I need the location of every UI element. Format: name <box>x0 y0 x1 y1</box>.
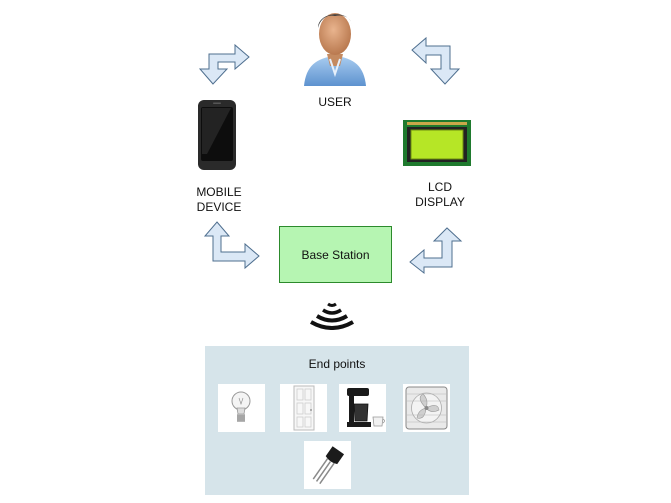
endpoints-panel: End points <box>205 346 469 495</box>
user-label: USER <box>318 95 352 109</box>
arrow-user-mobile <box>198 40 250 85</box>
base-station-label: Base Station <box>301 247 370 262</box>
coffee-maker-icon <box>339 384 386 432</box>
box-fan-icon <box>403 384 450 432</box>
mobile-device-icon <box>197 99 237 176</box>
arrow-base-lcd <box>409 227 463 275</box>
transistor-sensor-icon <box>304 441 351 489</box>
mobile-device-label: MOBILE DEVICE <box>196 185 242 214</box>
wireless-signal-icon <box>308 296 358 335</box>
base-station: Base Station <box>279 226 392 283</box>
door-icon <box>280 384 327 432</box>
lcd-display-label: LCD DISPLAY <box>415 180 465 209</box>
endpoints-title: End points <box>308 357 366 371</box>
arrow-user-lcd <box>411 36 462 85</box>
user-icon <box>300 4 370 91</box>
lcd-display-icon <box>403 120 471 171</box>
light-bulb-icon <box>218 384 265 432</box>
arrow-base-mobile <box>203 221 260 270</box>
